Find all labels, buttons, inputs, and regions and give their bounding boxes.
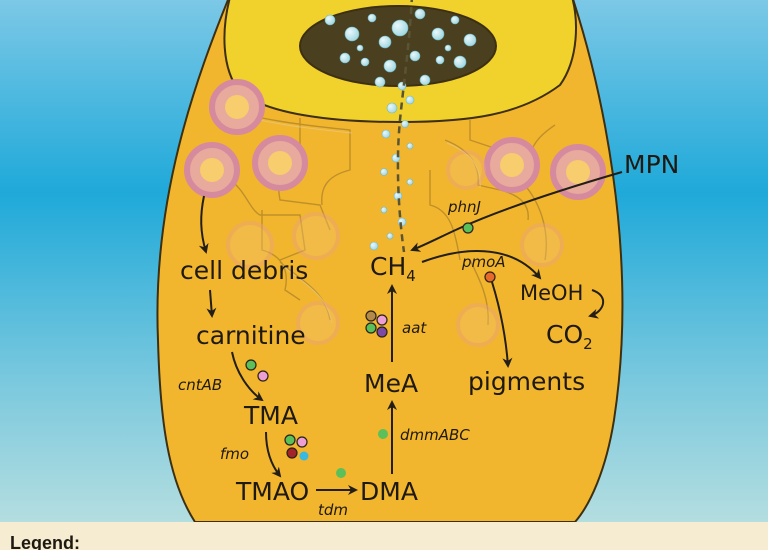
gene-phnj: phnJ xyxy=(447,198,481,216)
gene-dmmabc: dmmABC xyxy=(400,426,470,444)
choanocyte-chambers xyxy=(184,79,606,347)
bubble xyxy=(367,13,377,23)
marker-cntab-pink xyxy=(257,370,269,382)
chamber-1 xyxy=(209,79,265,135)
bubble xyxy=(369,241,379,251)
compound-labels: MPN CH4 cell debris carnitine TMA TMAO D… xyxy=(180,150,679,506)
marker-phnj-green xyxy=(462,222,474,234)
bubble xyxy=(339,52,351,64)
bubble xyxy=(405,95,415,105)
bubble xyxy=(360,57,370,67)
gene-labels: phnJ pmoA aat cntAB fmo tdm dmmABC xyxy=(178,198,506,519)
label-pigments: pigments xyxy=(468,367,585,396)
label-co2: CO2 xyxy=(546,320,593,353)
arrow-carnitine-to-tma xyxy=(231,351,264,402)
gene-pmoa: pmoA xyxy=(461,253,506,271)
bubble xyxy=(406,178,414,186)
marker-aat-tan xyxy=(365,310,377,322)
marker-cntab-green xyxy=(245,359,257,371)
gene-tdm: tdm xyxy=(318,501,348,519)
bubble xyxy=(431,27,445,41)
marker-aat-pink xyxy=(376,314,388,326)
chamber-faint-2 xyxy=(226,221,274,269)
bubble xyxy=(453,55,467,69)
bubble xyxy=(356,44,364,52)
bubble xyxy=(414,8,426,20)
legend-panel xyxy=(0,522,768,550)
bubble xyxy=(380,168,388,176)
chamber-3 xyxy=(252,135,308,191)
gene-cntab: cntAB xyxy=(178,376,222,394)
arrow-mpn-to-ch4 xyxy=(410,171,623,252)
chamber-4 xyxy=(484,137,540,193)
bubble xyxy=(406,142,414,150)
gene-fmo: fmo xyxy=(220,445,249,463)
marker-fmo-green xyxy=(284,434,296,446)
methane-bubbles xyxy=(324,8,477,251)
marker-fmo-cyan xyxy=(299,451,309,461)
marker-fmo-red xyxy=(286,447,298,459)
marker-aat-green xyxy=(365,322,377,334)
label-ch4: CH4 xyxy=(370,252,416,285)
bubble xyxy=(450,15,460,25)
chamber-faint-1 xyxy=(292,212,340,260)
label-carnitine: carnitine xyxy=(196,321,306,350)
arrow-chamber-to-cell-debris xyxy=(198,195,209,254)
bubble xyxy=(324,14,336,26)
arrow-cell-debris-to-carnitine xyxy=(206,289,217,318)
marker-pmoa-orange xyxy=(484,271,496,283)
arrow-meoh-to-co2 xyxy=(588,289,604,319)
legend-title: Legend: xyxy=(10,533,80,550)
marker-fmo-pink xyxy=(296,436,308,448)
marker-aat-purple xyxy=(376,326,388,338)
bubble xyxy=(383,59,397,73)
gene-aat: aat xyxy=(402,319,427,337)
dashed-flow-line xyxy=(396,0,413,253)
bubble xyxy=(401,120,409,128)
label-dma: DMA xyxy=(360,477,418,506)
label-mea: MeA xyxy=(364,369,418,398)
arrow-ch4-to-meoh xyxy=(421,250,542,280)
bubble xyxy=(344,26,360,42)
label-cell-debris: cell debris xyxy=(180,256,308,285)
chamber-faint-5 xyxy=(520,223,564,267)
arrow-ch4-to-pigments xyxy=(491,281,513,368)
label-mpn: MPN xyxy=(624,150,679,179)
bubble xyxy=(380,206,388,214)
pathway-arrows xyxy=(198,171,623,495)
bubble xyxy=(381,129,391,139)
marker-dmmabc-green xyxy=(378,429,388,439)
bubble xyxy=(444,44,452,52)
bubble xyxy=(391,19,409,37)
bubble xyxy=(386,232,394,240)
organism-markers xyxy=(245,222,496,478)
bubble xyxy=(435,55,445,65)
arrow-tma-to-tmao xyxy=(265,431,282,478)
bubble xyxy=(378,35,392,49)
label-meoh: MeOH xyxy=(520,281,583,305)
chamber-2 xyxy=(184,142,240,198)
label-tma: TMA xyxy=(243,401,298,430)
bubble xyxy=(409,50,421,62)
chamber-faint-6 xyxy=(446,150,486,190)
marker-tdm-green xyxy=(336,468,346,478)
chamber-5 xyxy=(550,144,606,200)
chamber-faint-4 xyxy=(456,303,500,347)
chamber-faint-3 xyxy=(296,301,340,345)
label-tmao: TMAO xyxy=(235,477,309,506)
bubble xyxy=(463,33,477,47)
bubble xyxy=(386,102,398,114)
bubble xyxy=(374,76,386,88)
bubble xyxy=(419,74,431,86)
